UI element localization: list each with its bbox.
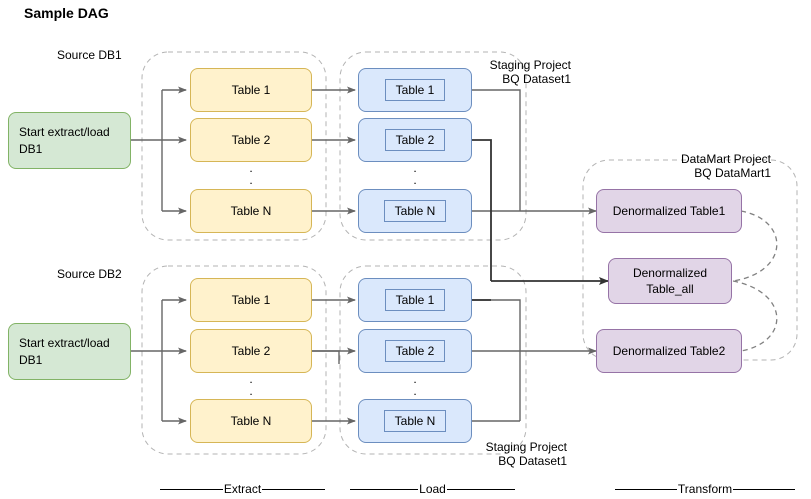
node-extract-bot-table2[interactable]: Table 2 [190,329,312,373]
label-staging-bottom: Staging Project BQ Dataset1 [417,440,567,468]
label-datamart: DataMart Project BQ DataMart1 [641,152,771,180]
node-load-top-table1[interactable]: Table 1 [358,68,472,112]
node-denormalized-table-all[interactable]: Denormalized Table_all [608,258,732,304]
node-label-line2: Table_all [646,282,694,296]
start-node-1-line2: DB1 [19,141,43,156]
node-label: Table N [383,199,447,223]
node-label: Table 2 [231,343,271,358]
node-label-line1: Denormalized [632,265,708,280]
container-extract-bot [141,265,327,455]
node-load-top-table2[interactable]: Table 2 [358,118,472,162]
node-extract-top-tablen[interactable]: Table N [190,189,312,233]
phase-rule-right [733,488,796,490]
label-staging-bottom-line2: BQ Dataset1 [498,454,567,468]
node-extract-bot-tablen[interactable]: Table N [190,399,312,443]
phase-rule-left [350,488,419,490]
phase-rule-right [262,488,325,490]
phase-rule-left [160,488,223,490]
label-datamart-line1: DataMart Project [680,152,771,166]
node-extract-top-table2[interactable]: Table 2 [190,118,312,162]
container-load-bot [339,265,527,455]
node-label: Table 1 [231,82,271,97]
container-extract-top [141,51,327,241]
phase-label: Extract [223,482,262,496]
node-load-bot-tablen[interactable]: Table N [358,399,472,443]
node-label: Denormalized Table2 [612,343,726,358]
node-label: Table 2 [384,128,446,152]
label-staging-bottom-line1: Staging Project [485,440,567,454]
start-node-1-line1: Start extract/load [19,125,110,140]
node-extract-bot-table1[interactable]: Table 1 [190,278,312,322]
node-label: Table 1 [384,288,446,312]
page-title: Sample DAG [24,5,109,21]
start-node-2-line2: DB1 [19,352,43,367]
label-datamart-line2: BQ DataMart1 [694,166,771,180]
phase-label: Transform [677,482,733,496]
node-denormalized-table2[interactable]: Denormalized Table2 [596,329,742,373]
label-source-db1: Source DB1 [57,48,122,62]
node-load-bot-table1[interactable]: Table 1 [358,278,472,322]
node-label: Table N [383,409,447,433]
phase-transform: Transform [615,482,796,496]
ellipsis-load-bot: .. [413,372,417,398]
label-staging-top-line1: Staging Project [489,58,571,72]
node-start-extract-load-db2[interactable]: Start extract/load DB1 [8,323,131,380]
node-load-top-tablen[interactable]: Table N [358,189,472,233]
node-label: Denormalized Table1 [612,203,726,218]
ellipsis-extract-bot: .. [249,372,253,398]
node-label: Table N [230,413,272,428]
container-load-top [339,51,527,241]
phase-label: Load [419,482,446,496]
node-label: Table N [230,203,272,218]
node-label: Table 2 [384,339,446,363]
phase-rule-right [446,488,516,490]
phase-load: Load [350,482,516,496]
label-staging-top: Staging Project BQ Dataset1 [421,58,571,86]
start-node-2-line1: Start extract/load [19,336,110,351]
node-start-extract-load-db1[interactable]: Start extract/load DB1 [8,112,131,169]
node-load-bot-table2[interactable]: Table 2 [358,329,472,373]
node-label: Table 1 [231,292,271,307]
phase-rule-left [615,488,677,490]
node-label: Table 2 [231,132,271,147]
node-extract-top-table1[interactable]: Table 1 [190,68,312,112]
phase-extract: Extract [160,482,325,496]
label-source-db2: Source DB2 [57,267,122,281]
node-label: Table 1 [384,78,446,102]
label-staging-top-line2: BQ Dataset1 [502,72,571,86]
node-denormalized-table1[interactable]: Denormalized Table1 [596,189,742,233]
ellipsis-extract-top: .. [249,161,253,187]
ellipsis-load-top: .. [413,161,417,187]
